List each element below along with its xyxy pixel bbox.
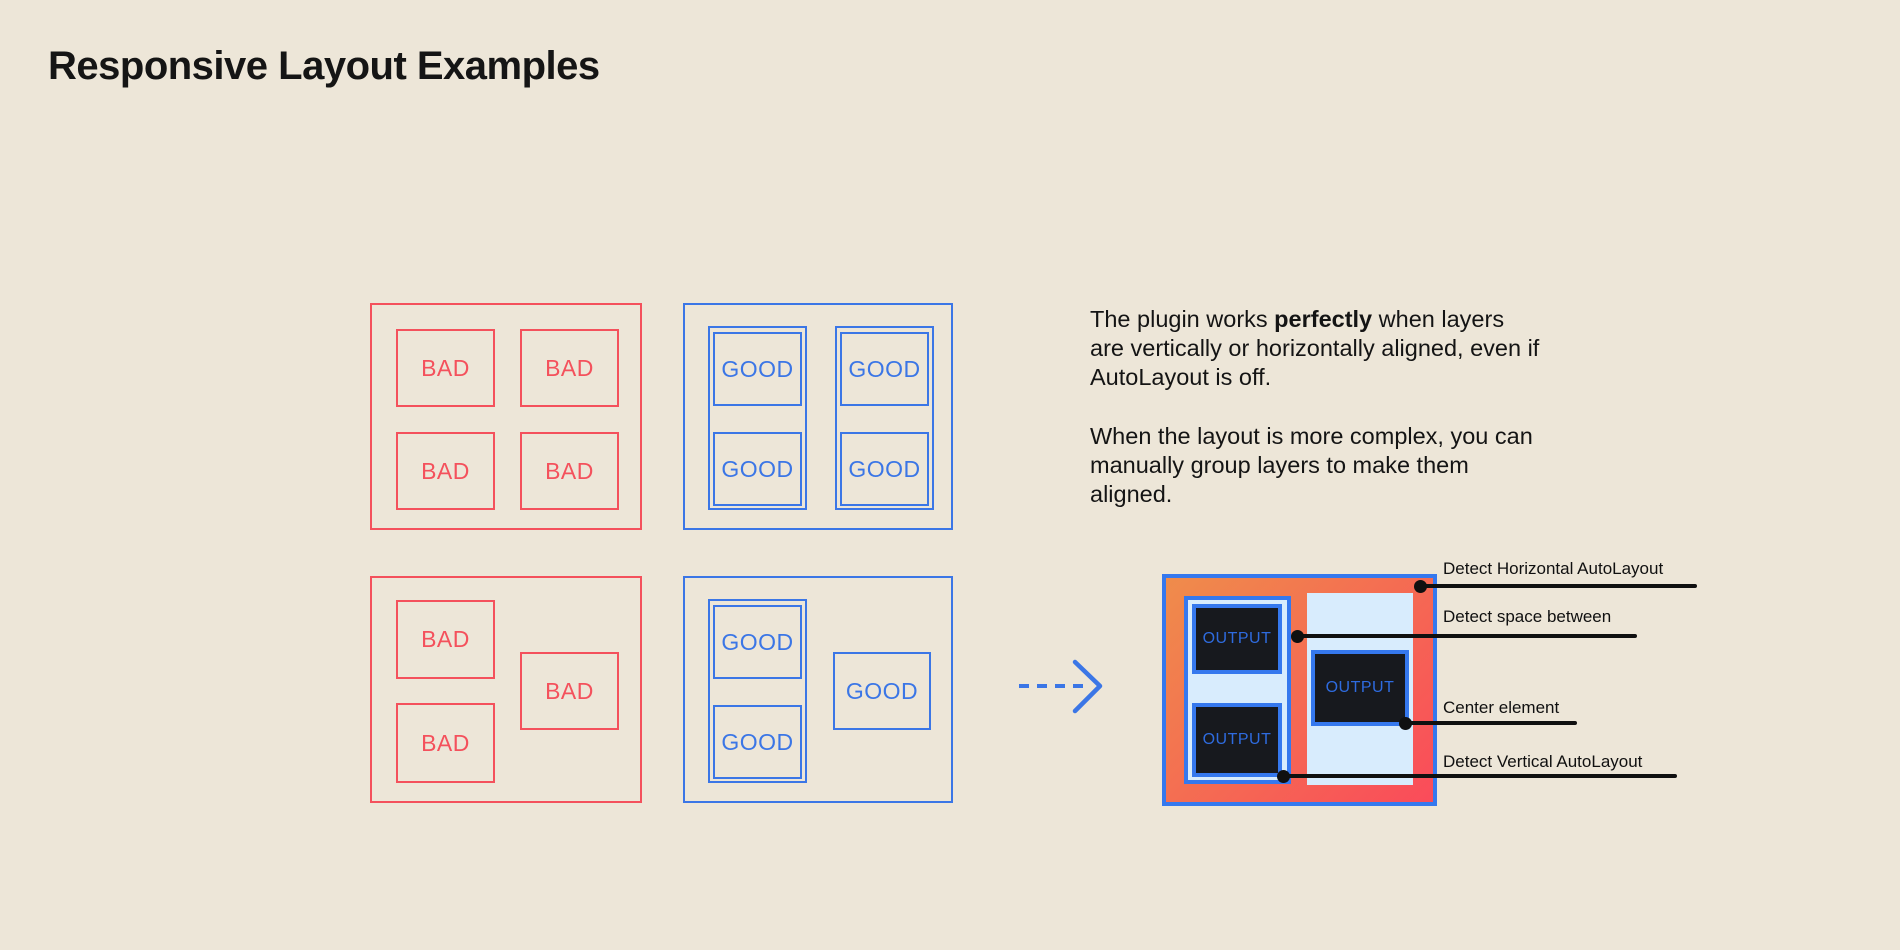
annotation-line — [1405, 721, 1577, 725]
output-vertical-group: OUTPUT OUTPUT — [1184, 596, 1291, 784]
good-cell: GOOD — [713, 605, 802, 679]
output-center-column: OUTPUT — [1307, 593, 1413, 785]
good-group-column: GOOD GOOD — [708, 326, 807, 510]
bad-cell: BAD — [396, 600, 495, 679]
good-cell: GOOD — [713, 705, 802, 779]
annotation-line — [1420, 584, 1697, 588]
good-cell: GOOD — [713, 332, 802, 406]
description-paragraph-2: When the layout is more complex, you can… — [1090, 423, 1533, 507]
output-autolayout-frame: OUTPUT OUTPUT OUTPUT — [1162, 574, 1437, 806]
bad-cell: BAD — [520, 652, 619, 730]
output-cell: OUTPUT — [1192, 703, 1282, 777]
transform-arrow-icon — [1019, 659, 1103, 714]
bad-cell: BAD — [520, 329, 619, 407]
annotation-line — [1297, 634, 1637, 638]
annotation-label-center-element: Center element — [1443, 698, 1560, 717]
good-frame-grouped: GOOD GOOD GOOD — [683, 576, 953, 803]
good-cell: GOOD — [840, 432, 929, 506]
bad-cell: BAD — [396, 703, 495, 783]
bad-frame-misaligned: BAD BAD BAD — [370, 576, 642, 803]
bad-cell: BAD — [396, 432, 495, 510]
output-cell: OUTPUT — [1311, 650, 1409, 726]
page-title: Responsive Layout Examples — [48, 44, 600, 88]
annotation-label-space-between: Detect space between — [1443, 607, 1612, 626]
good-cell: GOOD — [840, 332, 929, 406]
bad-frame-aligned-grid: BAD BAD BAD BAD — [370, 303, 642, 530]
description-text: The plugin works perfectly when layers a… — [1090, 305, 1540, 509]
good-group-column: GOOD GOOD — [708, 599, 807, 783]
description-paragraph-1: The plugin works perfectly when layers a… — [1090, 306, 1540, 390]
annotation-dot — [1290, 629, 1304, 643]
annotation-label-detect-horizontal: Detect Horizontal AutoLayout — [1443, 559, 1664, 578]
annotation-dot — [1414, 579, 1427, 593]
bad-cell: BAD — [396, 329, 495, 407]
annotation-dot — [1398, 716, 1412, 730]
annotation-label-detect-vertical: Detect Vertical AutoLayout — [1443, 752, 1643, 771]
output-cell: OUTPUT — [1192, 604, 1282, 674]
good-group-column: GOOD GOOD — [835, 326, 934, 510]
good-cell: GOOD — [713, 432, 802, 506]
annotation-line — [1283, 774, 1677, 778]
good-cell: GOOD — [833, 652, 931, 730]
good-frame-aligned-grid: GOOD GOOD GOOD GOOD — [683, 303, 953, 530]
bad-cell: BAD — [520, 432, 619, 510]
annotation-dot — [1276, 769, 1290, 783]
